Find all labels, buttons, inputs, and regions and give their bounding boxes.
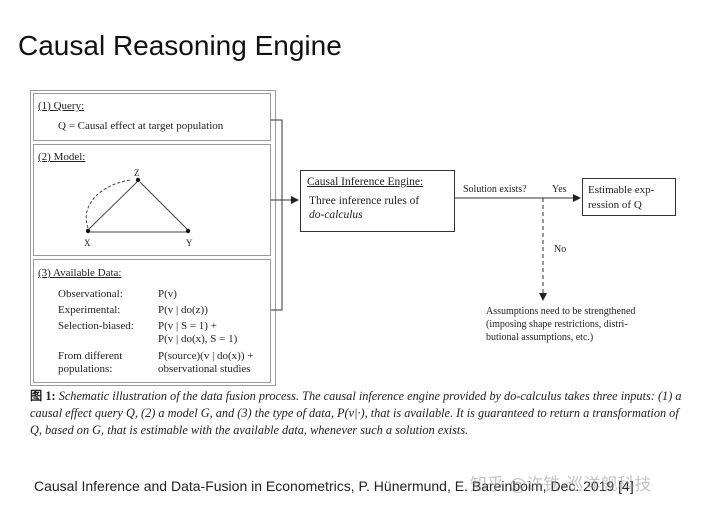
slide-title: Causal Reasoning Engine <box>18 30 342 61</box>
model-panel <box>33 144 271 256</box>
output-box <box>582 178 676 216</box>
query-heading: (1) Query: <box>38 100 85 112</box>
engine-line2: do-calculus <box>309 209 363 221</box>
node-x-label: X <box>84 238 91 248</box>
assumptions-line3: butional assumptions, etc.) <box>486 332 594 343</box>
query-text: Q = Causal effect at target population <box>58 120 224 132</box>
causal-graph <box>85 177 191 234</box>
data-row-value: P(v) <box>158 288 177 300</box>
solution-label: Solution exists? <box>463 184 527 195</box>
figure-caption: 图 1: Schematic illustration of the data … <box>30 388 690 439</box>
caption-text: Schematic illustration of the data fusio… <box>30 389 682 437</box>
output-line1: Estimable exp- <box>588 184 655 196</box>
model-heading: (2) Model: <box>38 151 86 163</box>
data-row-value: P(v | do(x), S = 1) <box>158 333 238 345</box>
data-row-label: Experimental: <box>58 304 121 316</box>
no-label: No <box>554 244 567 255</box>
engine-box <box>300 170 455 232</box>
figure-frame <box>30 90 276 386</box>
node-z-label: Z <box>134 168 140 178</box>
data-row-label: populations: <box>58 363 113 375</box>
data-row-value: P(v | do(z)) <box>158 304 208 316</box>
data-heading: (3) Available Data: <box>38 267 122 279</box>
node-x <box>85 228 91 234</box>
data-row-value: observational studies <box>158 363 251 375</box>
node-y-label: Y <box>186 238 193 248</box>
engine-line1: Three inference rules of <box>309 195 420 207</box>
engine-title: Causal Inference Engine: <box>307 176 424 188</box>
watermark: 知乎 @许铁-巡洋舰科技 <box>470 475 652 495</box>
data-row-label: Observational: <box>58 288 123 300</box>
node-y <box>185 228 191 234</box>
edge-x-z-dashed <box>85 179 131 229</box>
data-row-label: Selection-biased: <box>58 320 134 332</box>
yes-label: Yes <box>552 184 567 195</box>
data-panel <box>33 259 271 383</box>
data-row-value: P(source)(v | do(x)) + <box>158 350 254 362</box>
node-z <box>135 177 141 183</box>
edge-z-x <box>88 181 138 230</box>
data-row-value: P(v | S = 1) + <box>158 320 217 332</box>
data-row-label: From different <box>58 350 123 362</box>
caption-label: 图 1: <box>30 389 56 403</box>
output-line2: ression of Q <box>588 199 642 211</box>
assumptions-line1: Assumptions need to be strengthened <box>486 306 636 317</box>
edge-z-y <box>139 181 188 230</box>
citation-footer: Causal Inference and Data-Fusion in Econ… <box>34 478 634 494</box>
query-panel <box>33 93 271 141</box>
input-bracket <box>271 119 283 311</box>
assumptions-line2: (imposing shape restrictions, distri- <box>486 319 628 330</box>
